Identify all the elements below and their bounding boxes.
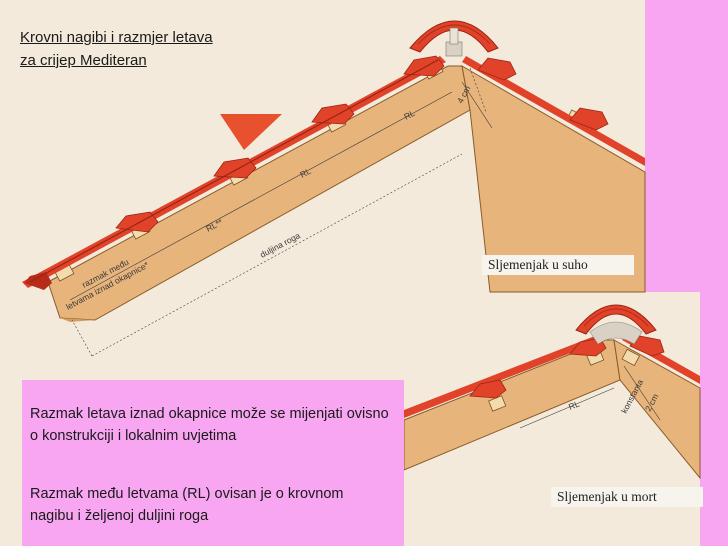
- pink-strip-right: [700, 292, 728, 546]
- title-line-1: Krovni nagibi i razmjer letava: [20, 29, 213, 46]
- note-eaves-spacing: Razmak letava iznad okapnice može se mij…: [30, 406, 389, 444]
- rafter-right-lower: [613, 339, 701, 480]
- dimension-lines: [69, 67, 493, 357]
- tiles-lower: [404, 334, 700, 418]
- slide-title: Krovni nagibi i razmjer letava za crijep…: [20, 26, 213, 72]
- label-rl-upper: RL: [402, 108, 417, 122]
- tiles-right: [462, 56, 645, 166]
- ridge-tile-mortar: [575, 304, 657, 345]
- ridge-tile-dry: [409, 20, 499, 57]
- rafter-right: [461, 65, 646, 293]
- pink-notes-box: [22, 380, 404, 546]
- pitch-arrow: [220, 114, 282, 150]
- label-rl-lower: RL: [567, 398, 581, 411]
- label-rafter-length: duljina roga: [258, 230, 302, 260]
- pink-panel-right: [645, 0, 728, 292]
- note-batten-spacing: Razmak među letvama (RL) ovisan je o kro…: [30, 486, 344, 524]
- dry-ridge-label: Sljemenjak u suho: [482, 255, 634, 275]
- tiles-left: [22, 55, 446, 290]
- mortar-ridge-label: Sljemenjak u mort: [551, 487, 703, 507]
- title-line-2: za crijep Mediteran: [20, 52, 147, 69]
- rafter-eaves-cut: [60, 318, 95, 322]
- label-rl-middle: RL: [298, 166, 313, 180]
- dimension-lines-lower: [519, 365, 661, 429]
